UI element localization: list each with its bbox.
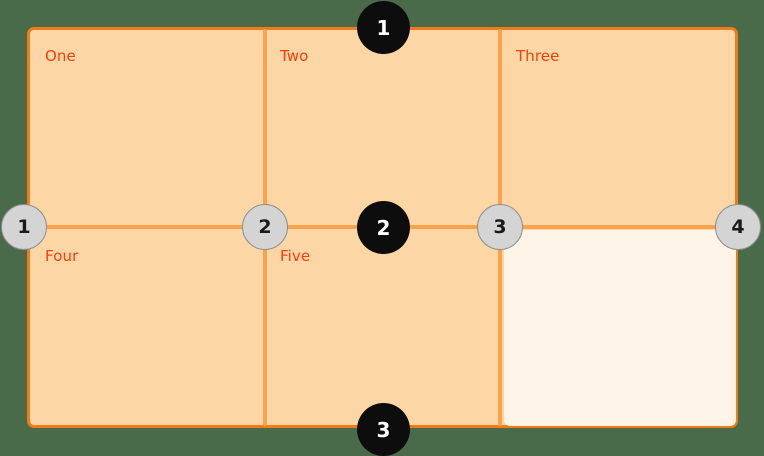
grid-cell-label-two: Two [280, 47, 309, 65]
column-handle-1[interactable]: 1 [1, 204, 47, 250]
row-handle-3[interactable]: 3 [357, 403, 410, 456]
column-handle-2-label: 2 [258, 216, 272, 238]
layout-grid: One Two Three Four Five [27, 27, 738, 428]
column-handle-1-label: 1 [17, 216, 31, 238]
row-handle-2-label: 2 [376, 215, 391, 240]
grid-cell-six-highlight[interactable] [504, 230, 736, 426]
row-handle-1[interactable]: 1 [357, 1, 410, 54]
grid-cell-label-four: Four [45, 247, 79, 265]
row-handle-1-label: 1 [376, 15, 391, 40]
grid-cell-label-one: One [45, 47, 76, 65]
grid-cell-label-three: Three [516, 47, 560, 65]
column-handle-3-label: 3 [493, 216, 507, 238]
column-handle-4-label: 4 [731, 216, 745, 238]
column-handle-3[interactable]: 3 [477, 204, 523, 250]
column-handle-2[interactable]: 2 [242, 204, 288, 250]
row-handle-3-label: 3 [376, 417, 391, 442]
grid-cell-label-five: Five [280, 247, 311, 265]
row-handle-2[interactable]: 2 [357, 201, 410, 254]
column-handle-4[interactable]: 4 [715, 204, 761, 250]
